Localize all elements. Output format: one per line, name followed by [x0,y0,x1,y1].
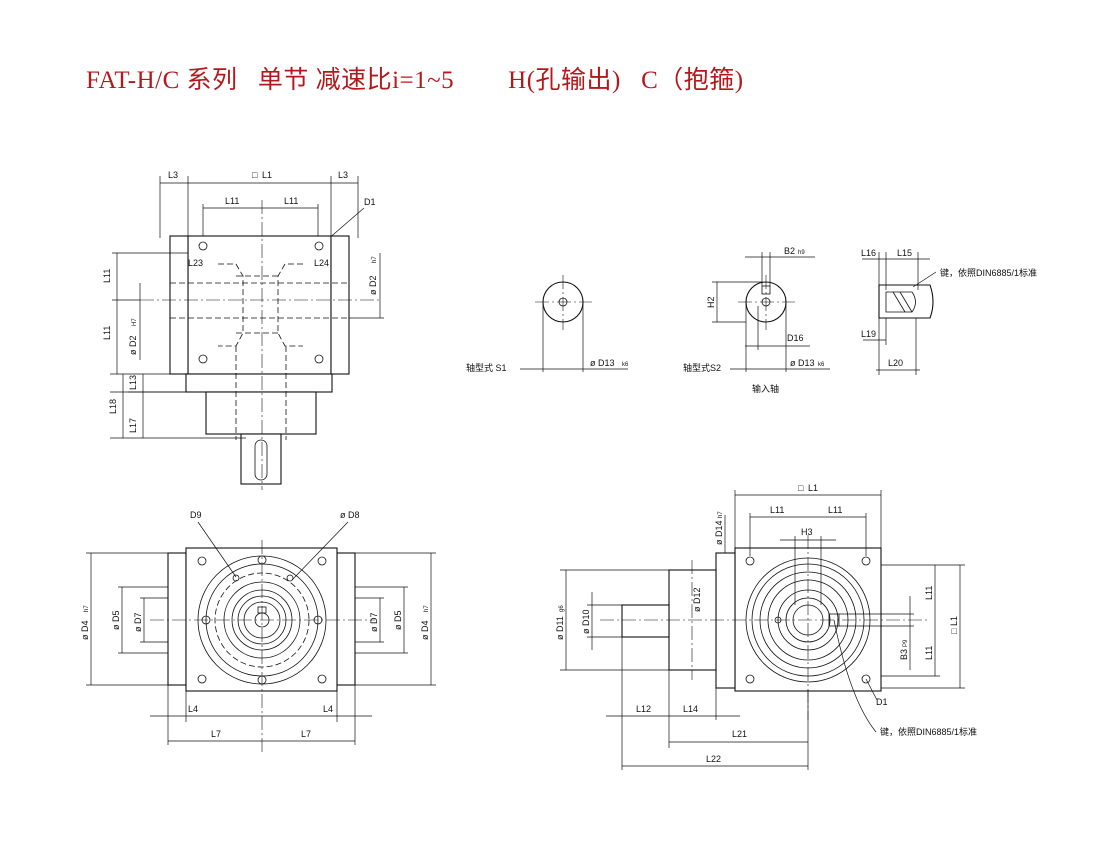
dim-D11: ø D11 [555,616,565,640]
dim-B2: B2 [784,246,795,256]
dim-B3: B3 [899,649,909,660]
dim-D13-s2: ø D13 [790,358,815,368]
front-view: L3 □ L1 L3 L11 L11 D1 [102,170,384,490]
dim-D13-s1: ø D13 [590,358,615,368]
dim-L1-right: □ L1 [949,616,959,634]
dim-H2: H2 [706,296,716,308]
dim-L11-bottom-a: L11 [770,505,784,515]
dim-D2-right: ø D2 [368,275,378,295]
dim-D10: ø D10 [581,609,591,634]
dim-L20: L20 [888,358,903,368]
dim-D13-s2-tol: k6 [818,362,825,368]
title-type-h: H(孔输出) [508,67,621,94]
dim-D12: ø D12 [692,587,702,612]
dim-L21: L21 [732,729,747,739]
label-D1: D1 [364,197,376,207]
dim-L19: L19 [861,329,876,339]
flange-view: D9 ø D8 ø D4 h7 ø D5 ø D7 ø D4 h7 ø D5 ø… [80,510,436,752]
dim-B3-tol: P9 [903,639,909,647]
label-shaft-s2: 轴型式S2 [683,362,721,373]
dim-D2-left: ø D2 [128,335,138,355]
dim-L22: L22 [706,754,721,764]
key-detail: L16 L15 键，依照DIN6885/1标准 L19 L20 [861,248,1037,375]
dim-D13-s1-tol: k6 [622,362,629,368]
dim-L16: L16 [861,248,876,258]
dim-L1-top: L1 [262,170,272,180]
dim-H3: H3 [801,527,813,537]
dim-L7-right: L7 [301,729,311,739]
dim-D2-right-tol: h7 [372,256,378,263]
dim-sq: □ [252,170,258,180]
dim-L17: L17 [128,418,138,433]
dim-D7-left: ø D7 [133,612,143,632]
dim-D4-right: ø D4 [420,620,430,640]
label-D8: ø D8 [340,510,360,520]
output-view: □ L1 L11 L11 H3 ø D14 h7 ø D11 g6 ø D10 … [555,483,977,770]
dim-L11-left-a: L11 [102,269,112,283]
dim-L24: L24 [314,258,329,268]
title-series: FAT-H/C 系列 [86,67,238,94]
dim-D4-right-tol: h7 [424,605,430,612]
dim-L12: L12 [636,704,651,714]
dim-D2-left-tol: H7 [132,318,138,326]
dim-L11-bottom-b: L11 [828,505,842,515]
dim-D4-left-tol: h7 [84,605,90,612]
dim-L11-left-b: L11 [102,326,112,340]
dim-sq-bottom: □ [798,483,804,493]
dim-D14: ø D14 [714,520,724,545]
dim-L18: L18 [108,399,118,414]
title-subtitle: 单节 减速比i=1~5 [257,67,455,94]
label-key-din-bottom: 键，依照DIN6885/1标准 [880,726,977,737]
dim-L1-bottom: L1 [808,483,818,493]
label-D9: D9 [190,510,202,520]
label-key-din-top: 键，依照DIN6885/1标准 [940,267,1037,278]
dim-L23: L23 [188,258,203,268]
dim-L11-b: L11 [284,196,298,206]
dim-L11-right-a: L11 [924,586,934,600]
dim-L11-a: L11 [225,196,239,206]
dim-L14: L14 [683,704,698,714]
dim-D16: D16 [787,333,804,343]
dim-L15: L15 [897,248,912,258]
dim-D7-right: ø D7 [369,612,379,632]
dim-B2-tol: h9 [798,250,805,256]
dim-L13: L13 [128,375,138,390]
dim-L4-right: L4 [323,704,333,714]
shaft-type-s1: 轴型式 S1 ø D13 k6 [466,275,629,373]
dim-L3-left: L3 [168,170,178,180]
dim-D4-left: ø D4 [80,620,90,640]
dim-D5-right: ø D5 [393,610,403,630]
dim-L7-left: L7 [211,729,221,739]
page-title: FAT-H/C 系列 单节 减速比i=1~5 H(孔输出) C（抱箍) [86,60,744,96]
shaft-type-s2: B2 h9 H2 D16 轴型式S2 ø D13 k6 输入轴 [683,246,830,394]
label-shaft-s1: 轴型式 S1 [466,362,507,373]
title-type-c: C（抱箍) [641,67,744,94]
dim-D11-tol: g6 [559,605,565,612]
dim-D5-left: ø D5 [111,610,121,630]
label-input-shaft: 输入轴 [752,383,779,394]
dim-L11-right-b: L11 [924,646,934,660]
dim-L4-left: L4 [188,704,198,714]
label-D1-bottom: D1 [876,697,888,707]
dim-L3-right: L3 [338,170,348,180]
dim-D14-tol: h7 [718,511,724,518]
